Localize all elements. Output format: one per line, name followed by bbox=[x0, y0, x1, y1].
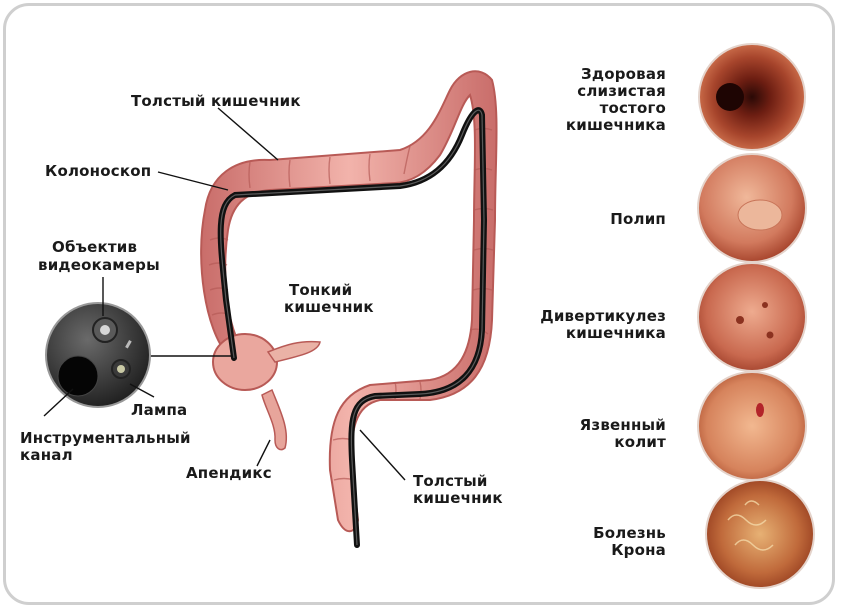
label-large-intestine-top: Толстый кишечник bbox=[131, 92, 301, 110]
condition-label-colitis-line1: Язвенный bbox=[579, 416, 666, 434]
label-small-intestine-line1: Тонкий bbox=[289, 281, 353, 299]
thumbnail-diverticulosis-pocket-3 bbox=[766, 331, 774, 339]
condition-label-diverticulosis-line2: кишечника bbox=[565, 324, 666, 342]
thumbnail-crohns-texture bbox=[727, 500, 774, 551]
condition-label-polyp-line1: Полип bbox=[610, 210, 666, 228]
condition-label-healthy-line3: тостого bbox=[599, 99, 666, 117]
leader-lines bbox=[43, 107, 406, 481]
small-intestine bbox=[266, 340, 321, 363]
condition-label-healthy-line1: Здоровая bbox=[581, 65, 666, 83]
condition-label-crohns-line1: Болезнь bbox=[593, 524, 666, 542]
instrument-channel-opening bbox=[57, 355, 99, 397]
camera-lens-center bbox=[100, 325, 110, 335]
condition-label-colitis-line2: колит bbox=[614, 433, 666, 451]
thumbnail-healthy-lumen bbox=[716, 83, 744, 111]
thumbnail-diverticulosis-pocket-1 bbox=[736, 316, 744, 324]
thumbnail-colitis-lesion bbox=[756, 403, 764, 417]
thumbnail-crohns bbox=[705, 479, 815, 589]
figure-frame bbox=[3, 3, 835, 605]
condition-label-healthy-line4: кишечника bbox=[565, 116, 666, 134]
label-large-intestine-bottom-line2: кишечник bbox=[413, 489, 503, 507]
label-colonoscope: Колоноскоп bbox=[45, 162, 152, 180]
condition-label-ulcerative-colitis: Язвенный колит bbox=[580, 417, 666, 451]
thumbnail-healthy bbox=[698, 43, 806, 151]
label-camera-lens-line1: Объектив bbox=[52, 238, 138, 256]
thumbnail-polyp-growth bbox=[737, 199, 783, 231]
thumbnail-ulcerative-colitis bbox=[697, 371, 807, 481]
colonoscope-head bbox=[45, 302, 232, 408]
lamp-center bbox=[117, 365, 125, 373]
condition-label-polyp: Полип bbox=[610, 211, 666, 228]
label-large-intestine-bottom-line1: Толстый bbox=[413, 472, 488, 490]
label-small-intestine-line2: кишечник bbox=[284, 298, 374, 316]
condition-label-crohns-line2: Крона bbox=[611, 541, 666, 559]
cecum bbox=[212, 333, 278, 391]
condition-label-healthy-line2: слизистая bbox=[577, 82, 666, 100]
thumbnail-diverticulosis bbox=[697, 262, 807, 372]
label-instrument-channel-line2: канал bbox=[20, 446, 73, 464]
label-instrument-channel-line1: Инструментальный bbox=[20, 429, 191, 447]
label-camera-lens-line2: видеокамеры bbox=[38, 256, 160, 274]
colonoscope-highlight bbox=[220, 109, 485, 546]
thumbnail-diverticulosis-pocket-2 bbox=[762, 302, 768, 308]
condition-label-healthy: Здоровая слизистая тостого кишечника bbox=[566, 66, 666, 134]
head-disc bbox=[45, 302, 151, 408]
condition-label-diverticulosis-line1: Дивертикулез bbox=[540, 307, 666, 325]
label-appendix: Апендикс bbox=[186, 464, 272, 482]
head-marker bbox=[125, 340, 132, 349]
label-lamp: Лампа bbox=[131, 401, 188, 419]
condition-label-diverticulosis: Дивертикулез кишечника bbox=[540, 308, 666, 342]
condition-label-crohns: Болезнь Крона bbox=[593, 525, 666, 559]
condition-thumbnails bbox=[697, 43, 815, 589]
appendix bbox=[261, 388, 287, 451]
